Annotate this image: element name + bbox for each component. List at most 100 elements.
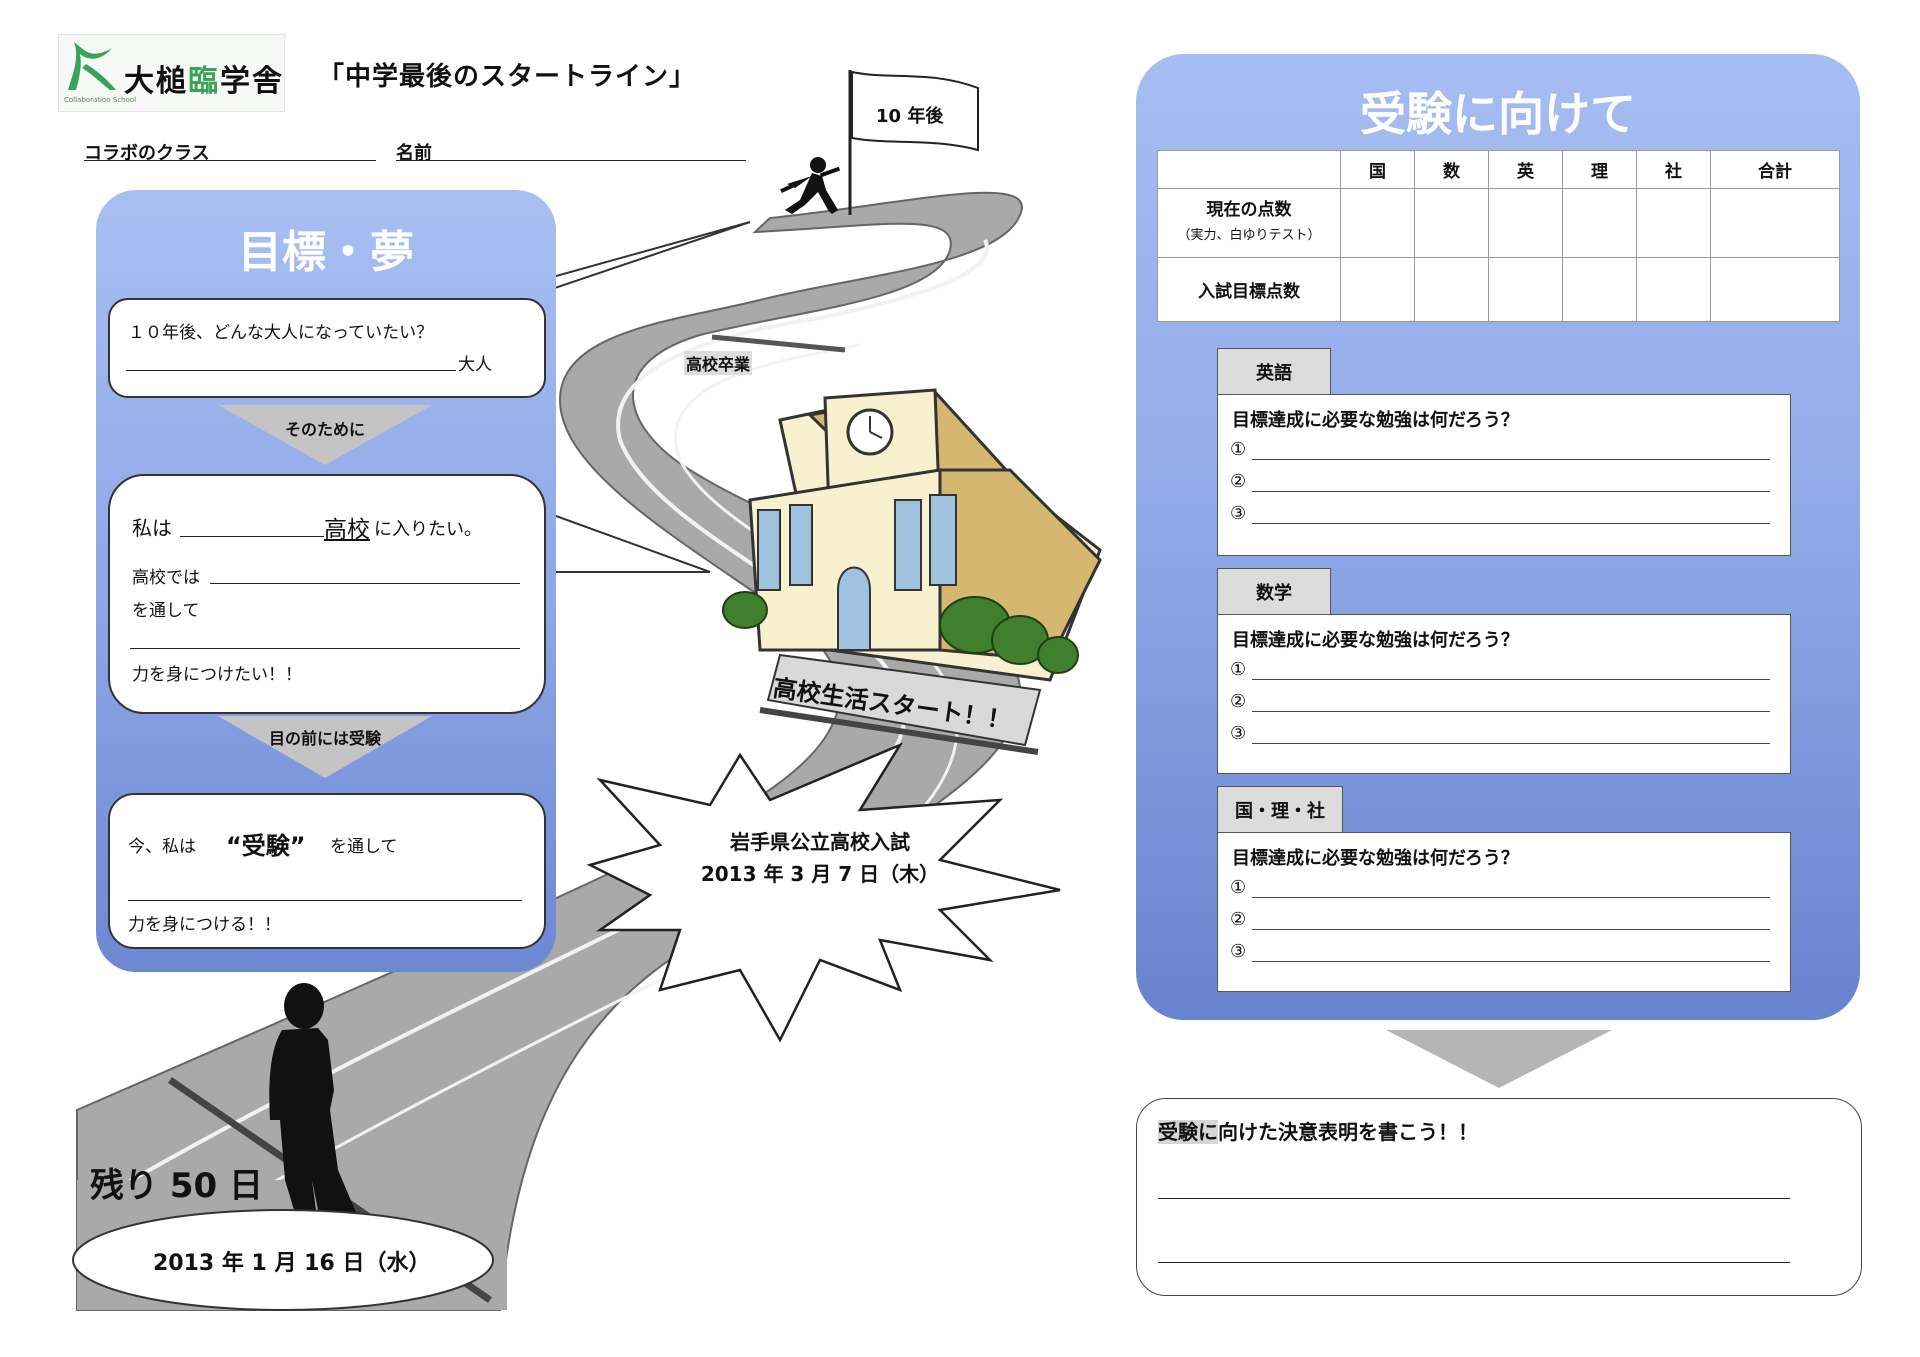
ten-year-answer-field[interactable] (126, 370, 456, 371)
skill-field[interactable] (130, 648, 520, 649)
exam-name: 岩手県公立高校入試 (730, 830, 910, 854)
score-cell[interactable] (1562, 188, 1637, 258)
down-arrow-icon (218, 405, 432, 465)
current-score-label: 現在の点数 （実力、白ゆりテスト） (1157, 188, 1341, 258)
flag-label: 10 年後 (876, 106, 944, 127)
math-answer-2[interactable] (1252, 711, 1770, 712)
logo-subtitle: Collaboration School (64, 96, 137, 104)
score-cell[interactable] (1414, 256, 1489, 323)
logo-k-icon (68, 42, 116, 90)
header-empty (1157, 149, 1341, 190)
in-school-field[interactable] (210, 583, 520, 584)
math-answer-1[interactable] (1252, 679, 1770, 680)
english-answer-2[interactable] (1252, 491, 1770, 492)
math-item-1: ① (1230, 659, 1247, 680)
school-wish-suffix: に入りたい。 (374, 519, 482, 540)
goal-dream-title: 目標・夢 (238, 227, 414, 278)
exam-info: 岩手県公立高校入試 2013 年 3 月 7 日（木） (690, 826, 950, 890)
jss-item-2: ② (1230, 909, 1247, 930)
down-arrow-icon (1386, 1030, 1612, 1088)
english-study-box (1217, 394, 1791, 556)
exam-now-last: 力を身につける！！ (128, 915, 281, 935)
english-answer-3[interactable] (1252, 523, 1770, 524)
ten-year-box (108, 298, 546, 398)
resolution-heading-highlight: 受験に (1158, 1120, 1218, 1144)
resolution-line-1[interactable] (1158, 1198, 1790, 1199)
resolution-line-2[interactable] (1158, 1262, 1790, 1263)
current-score-sub: （実力、白ゆりテスト） (1177, 227, 1321, 243)
page-title: 「中学最後のスタートライン」 (318, 62, 697, 92)
name-field[interactable] (396, 160, 746, 161)
resolution-heading: 受験に向けた決意表明を書こう！！ (1158, 1116, 1478, 1145)
logo-name: 大槌臨学舎 (124, 64, 284, 99)
in-school-label: 高校では (132, 568, 200, 588)
math-answer-3[interactable] (1252, 743, 1770, 744)
english-answer-1[interactable] (1252, 459, 1770, 460)
target-score-label: 入試目標点数 (1157, 256, 1341, 323)
class-field[interactable] (84, 160, 376, 161)
school-wish-prefix: 私は (132, 516, 172, 540)
school-name-field[interactable] (180, 536, 324, 537)
flag-icon (851, 70, 979, 152)
header-math: 数 (1414, 149, 1489, 190)
exam-now-box (108, 793, 546, 949)
exam-now-prefix: 今、私は (128, 837, 196, 857)
score-cell[interactable] (1636, 188, 1711, 258)
math-question: 目標達成に必要な勉強は何だろう？ (1232, 630, 1519, 651)
exam-skill-field[interactable] (128, 900, 522, 901)
header-science: 理 (1562, 149, 1637, 190)
score-cell[interactable] (1710, 188, 1840, 258)
english-question: 目標達成に必要な勉強は何だろう？ (1232, 410, 1519, 431)
ten-year-question: １０年後、どんな大人になっていたい？ (128, 323, 434, 343)
score-cell[interactable] (1340, 256, 1415, 323)
student-silhouette-icon (269, 983, 370, 1240)
exam-date: 2013 年 3 月 7 日（木） (700, 862, 940, 886)
toward-exam-title: 受験に向けて (1360, 87, 1636, 141)
score-cell[interactable] (1340, 188, 1415, 258)
through-label: を通して (132, 601, 200, 621)
down-arrow-icon (218, 716, 432, 778)
math-item-2: ② (1230, 691, 1247, 712)
header-total: 合計 (1710, 149, 1840, 190)
arrow-label-exam-ahead: 目の前には受験 (268, 729, 381, 748)
header-japanese: 国 (1340, 149, 1415, 190)
gain-power-label: 力を身につけたい！！ (132, 665, 302, 685)
jss-answer-2[interactable] (1252, 929, 1770, 930)
remaining-days: 残り 50 日 (90, 1166, 263, 1206)
high-school-box (108, 474, 546, 714)
header-social: 社 (1636, 149, 1711, 190)
school-wish-word: 高校 (324, 517, 370, 543)
jss-study-box (1217, 832, 1791, 992)
ten-year-suffix: 大人 (458, 355, 492, 375)
score-cell[interactable] (1488, 188, 1563, 258)
runner-icon (780, 157, 841, 214)
jss-answer-3[interactable] (1252, 961, 1770, 962)
graduation-label: 高校卒業 (684, 351, 753, 375)
current-score-title: 現在の点数 (1206, 199, 1292, 220)
jss-item-1: ① (1230, 877, 1247, 898)
tree-icon (722, 591, 1079, 674)
english-item-2: ② (1230, 471, 1247, 492)
score-cell[interactable] (1562, 256, 1637, 323)
date-ellipse (72, 1209, 494, 1311)
header-english: 英 (1488, 149, 1563, 190)
math-study-box (1217, 614, 1791, 774)
exam-starburst-icon (586, 742, 1061, 1043)
exam-now-emphasis: “受験” (226, 832, 306, 860)
score-table: 国 数 英 理 社 合計 現在の点数 （実力、白ゆりテスト） 入試目標点数 (1157, 149, 1840, 323)
english-item-3: ③ (1230, 503, 1247, 524)
school-building-icon (722, 388, 1102, 682)
score-cell[interactable] (1414, 188, 1489, 258)
score-cell[interactable] (1636, 256, 1711, 323)
score-cell[interactable] (1488, 256, 1563, 323)
english-item-1: ① (1230, 439, 1247, 460)
jss-question: 目標達成に必要な勉強は何だろう？ (1232, 848, 1519, 869)
score-cell[interactable] (1710, 256, 1840, 323)
name-label: 名前 (396, 143, 432, 164)
jss-answer-1[interactable] (1252, 897, 1770, 898)
tab-math: 数学 (1217, 568, 1331, 616)
resolution-box (1136, 1098, 1862, 1296)
math-item-3: ③ (1230, 723, 1247, 744)
class-label: コラボのクラス (84, 143, 210, 164)
